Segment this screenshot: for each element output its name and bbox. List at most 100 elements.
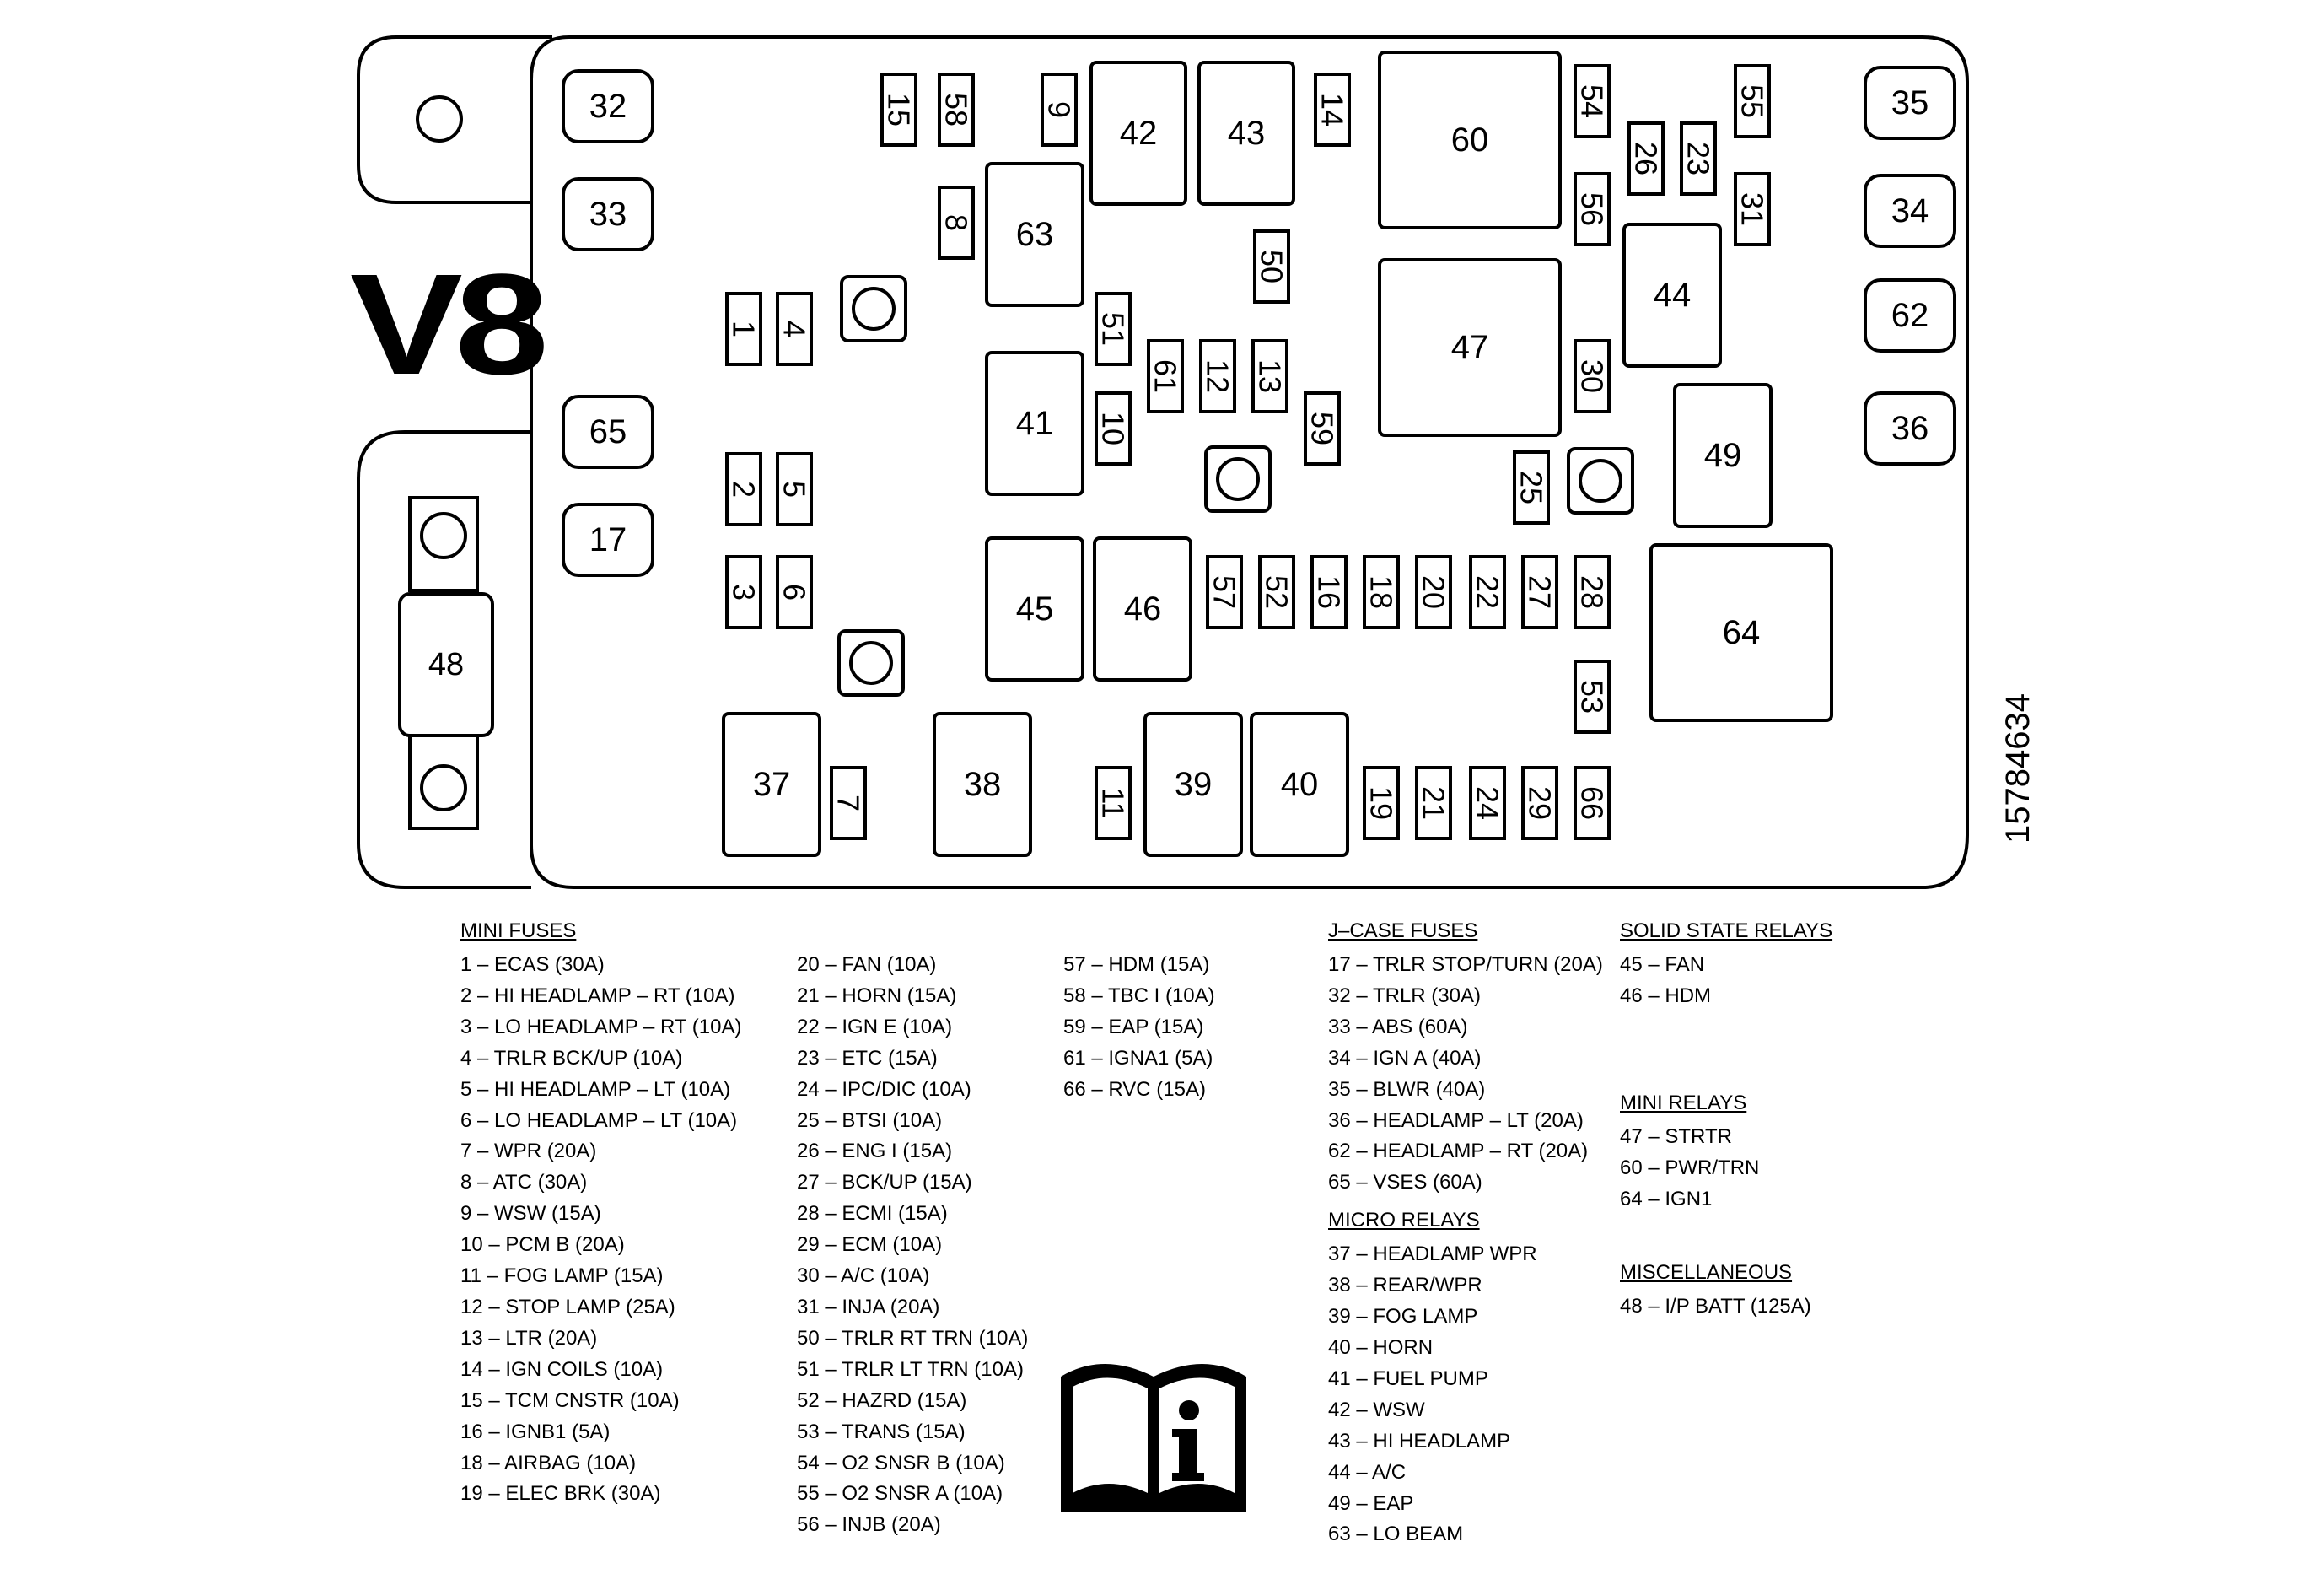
box-outline: [562, 69, 654, 143]
legend-item: 40 – HORN: [1328, 1335, 1434, 1359]
fuse-label: 13: [1253, 359, 1288, 393]
legend-title-micro-relays: MICRO RELAYS: [1328, 1209, 1480, 1232]
box-48: 48: [398, 592, 494, 737]
fuse-label: 2: [727, 481, 761, 498]
box-outline: [1864, 391, 1956, 466]
fuse-54: 54: [1574, 64, 1611, 138]
fuse-5: 5: [776, 452, 813, 526]
legend-item: 2 – HI HEADLAMP – RT (10A): [460, 984, 735, 1007]
box-label: 36: [1891, 410, 1929, 447]
box-47: 47: [1378, 258, 1562, 437]
fuse-label: 52: [1260, 575, 1294, 609]
fuse-outline: [1310, 555, 1348, 629]
fuse-label: 55: [1735, 84, 1770, 118]
legend-item: 51 – TRLR LT TRN (10A): [797, 1357, 1024, 1381]
fuse-23: 23: [1680, 121, 1717, 196]
terminal-hole-icon: [420, 512, 467, 559]
box-36: 36: [1864, 391, 1956, 466]
fuse-outline: [1574, 660, 1611, 734]
fuse-outline: [1304, 391, 1341, 466]
legend-item: 60 – PWR/TRN: [1620, 1156, 1760, 1179]
fuse-12: 12: [1199, 339, 1236, 413]
legend-item: 15 – TCM CNSTR (10A): [460, 1388, 680, 1412]
fuse-outline: [1680, 121, 1717, 196]
fuse-53: 53: [1574, 660, 1611, 734]
fuse-18: 18: [1363, 555, 1400, 629]
fuse-outline: [1253, 229, 1290, 304]
fuse-label: 30: [1575, 359, 1610, 393]
fuse-outline: [1095, 292, 1132, 366]
box-outline: [1250, 712, 1349, 857]
box-label: 64: [1723, 614, 1761, 651]
legend-title-jcase-fuses: J–CASE FUSES: [1328, 919, 1478, 942]
legend-item: 48 – I/P BATT (125A): [1620, 1294, 1811, 1318]
legend-item: 35 – BLWR (40A): [1328, 1077, 1486, 1101]
legend-item: 17 – TRLR STOP/TURN (20A): [1328, 953, 1603, 976]
legend-item: 62 – HEADLAMP – RT (20A): [1328, 1140, 1589, 1163]
legend-item: 37 – HEADLAMP WPR: [1328, 1242, 1537, 1266]
box-label: 34: [1891, 192, 1929, 229]
fuse-label: 9: [1042, 101, 1077, 118]
fuse-50: 50: [1253, 229, 1290, 304]
fuse-label: 58: [939, 93, 974, 127]
legend-mini-fuses: MINI FUSES 1 – ECAS (30A)2 – HI HEADLAMP…: [460, 913, 741, 1510]
screw-icon: [852, 287, 896, 331]
legend-jcase-fuses: J–CASE FUSES 17 – TRLR STOP/TURN (20A)32…: [1328, 913, 1603, 1550]
box-34: 34: [1864, 174, 1956, 248]
fuse-outline: [938, 73, 975, 147]
legend-jcase-items: 17 – TRLR STOP/TURN (20A)32 – TRLR (30A)…: [1328, 950, 1603, 1199]
fuse-outline: [1363, 766, 1400, 840]
legend-item: 21 – HORN (15A): [797, 984, 957, 1007]
box-label: 38: [964, 766, 1002, 803]
box-33: 33: [562, 177, 654, 251]
box-outline: [1093, 536, 1192, 682]
fuse-7: 7: [830, 766, 867, 840]
legend-item: 26 – ENG I (15A): [797, 1140, 953, 1163]
legend-item: 36 – HEADLAMP – LT (20A): [1328, 1108, 1584, 1132]
legend-item: 33 – ABS (60A): [1328, 1015, 1468, 1038]
fuse-label: 31: [1735, 192, 1770, 226]
fuse-48-upper-terminal: [408, 496, 479, 592]
fuse-label: 6: [777, 584, 812, 601]
fuse-outline: [1469, 766, 1506, 840]
box-outline: [1378, 51, 1562, 229]
fuse-1: 1: [725, 292, 762, 366]
box-outline: [1649, 543, 1833, 722]
fuse-outline: [725, 292, 762, 366]
box-37: 37: [722, 712, 821, 857]
fuse-24: 24: [1469, 766, 1506, 840]
fuse-label: 54: [1575, 84, 1610, 118]
fuse-59: 59: [1304, 391, 1341, 466]
legend-mini-fuses-col3: 57 – HDM (15A)58 – TBC I (10A)59 – EAP (…: [1063, 950, 1215, 1106]
fuse-outline: [1574, 555, 1611, 629]
fuse-label: 21: [1417, 786, 1451, 820]
box-label: 44: [1654, 277, 1692, 314]
legend-item: 56 – INJB (20A): [797, 1513, 941, 1537]
fuse-label: 12: [1201, 359, 1235, 393]
fuse-label: 7: [831, 795, 866, 811]
fuse-outline: [1415, 766, 1452, 840]
box-outline: [1864, 278, 1956, 353]
legend-item: 63 – LO BEAM: [1328, 1523, 1464, 1546]
legend-item: 4 – TRLR BCK/UP (10A): [460, 1046, 683, 1070]
box-outline: [1864, 66, 1956, 140]
fuse-label: 15: [882, 93, 917, 127]
legend-title-solid-state-relays: SOLID STATE RELAYS: [1620, 919, 1833, 942]
screw-post: [840, 275, 907, 342]
legend-item: 43 – HI HEADLAMP: [1328, 1429, 1511, 1453]
legend-item: 24 – IPC/DIC (10A): [797, 1077, 971, 1101]
fuse-57: 57: [1206, 555, 1243, 629]
box-49: 49: [1673, 383, 1773, 528]
fuse-30: 30: [1574, 339, 1611, 413]
box-outline: [985, 351, 1084, 496]
fuse-13: 13: [1251, 339, 1288, 413]
legend-item: 61 – IGNA1 (5A): [1063, 1046, 1213, 1070]
box-label: 37: [753, 766, 791, 803]
fuse-outline: [1521, 766, 1558, 840]
fuse-outline: [1734, 64, 1771, 138]
fuse-outline: [1469, 555, 1506, 629]
box-outline: [985, 536, 1084, 682]
